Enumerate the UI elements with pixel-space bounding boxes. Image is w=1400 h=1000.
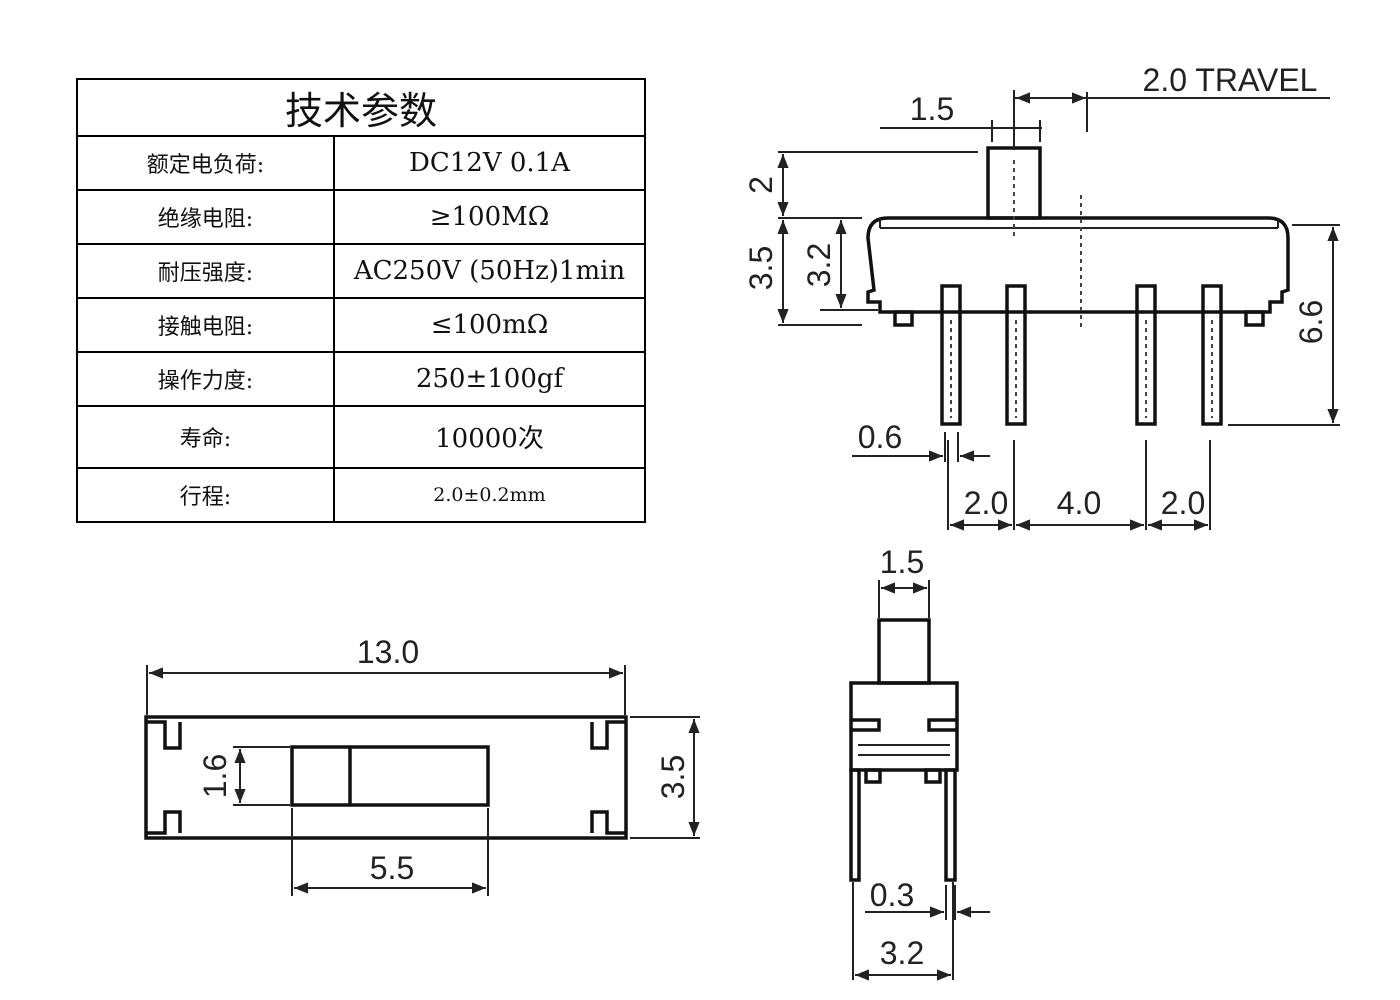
table-row: 接触电阻:≤100mΩ xyxy=(76,297,646,353)
spec-label: 寿命: xyxy=(76,405,335,469)
pin xyxy=(1135,284,1157,426)
corner-notch xyxy=(590,810,626,835)
side-view: 1.5 0.3 3.2 xyxy=(849,544,990,981)
switch-body xyxy=(849,681,959,772)
table-row: 绝缘电阻:≥100MΩ xyxy=(76,189,646,245)
spec-label: 接触电阻: xyxy=(76,297,335,353)
table-row: 操作力度:250±100gf xyxy=(76,351,646,407)
pin xyxy=(1201,284,1223,426)
spec-value: AC250V (50Hz)1min xyxy=(333,243,646,299)
pitch-right-label: 2.0 xyxy=(1161,485,1205,521)
table-row: 额定电负荷:DC12V 0.1A xyxy=(76,135,646,191)
spec-label: 耐压强度: xyxy=(76,243,335,299)
total-body-height-label: 3.5 xyxy=(743,246,779,290)
body-height-label: 3.2 xyxy=(801,243,837,287)
corner-notch xyxy=(146,810,182,835)
slider-slot xyxy=(290,745,490,807)
foot xyxy=(893,310,914,327)
pin xyxy=(849,768,861,882)
spec-table-title: 技术参数 xyxy=(76,78,646,137)
switch-body xyxy=(866,216,1290,314)
pin xyxy=(944,768,957,882)
travel-label: 2.0 TRAVEL xyxy=(1143,62,1318,98)
overall-height-label: 6.6 xyxy=(1293,300,1329,344)
top-view: 13.0 1.6 3.5 5.5 xyxy=(144,634,700,896)
slot-height-label: 1.6 xyxy=(197,754,233,798)
switch-outline xyxy=(144,715,628,840)
pin xyxy=(940,284,962,426)
spec-value: ≥100MΩ xyxy=(333,189,646,245)
spec-table: 技术参数 额定电负荷:DC12V 0.1A 绝缘电阻:≥100MΩ 耐压强度:A… xyxy=(76,78,646,524)
spec-value: 250±100gf xyxy=(333,351,646,407)
table-row: 行程:2.0±0.2mm xyxy=(76,466,646,524)
corner-notch xyxy=(590,720,626,750)
pitch-center-label: 4.0 xyxy=(1057,485,1101,521)
table-row: 耐压强度:AC250V (50Hz)1min xyxy=(76,243,646,299)
side-pin-width-label: 0.3 xyxy=(870,877,914,913)
corner-notch xyxy=(146,720,182,750)
pitch-left-label: 2.0 xyxy=(964,485,1008,521)
spec-value: 10000次 xyxy=(333,405,646,469)
spec-value: 2.0±0.2mm xyxy=(333,466,646,524)
foot xyxy=(864,768,882,784)
spec-value: ≤100mΩ xyxy=(333,297,646,353)
actuator xyxy=(877,618,931,685)
actuator-height-label: 2 xyxy=(743,176,779,194)
actuator-width-label: 1.5 xyxy=(910,91,954,127)
foot xyxy=(1244,310,1265,327)
pin xyxy=(1005,284,1027,426)
slot-length-label: 5.5 xyxy=(370,850,414,886)
spec-label: 额定电负荷: xyxy=(76,135,335,191)
spec-label: 绝缘电阻: xyxy=(76,189,335,245)
side-actuator-width-label: 1.5 xyxy=(880,544,924,580)
spec-value: DC12V 0.1A xyxy=(333,135,646,191)
actuator xyxy=(986,146,1042,220)
spec-label: 操作力度: xyxy=(76,351,335,407)
front-view: 2.0 TRAVEL 1.5 2 3.5 3.2 6.6 0.6 xyxy=(743,62,1340,531)
pins xyxy=(940,284,1223,426)
foot xyxy=(924,768,942,784)
pin-width-label: 0.6 xyxy=(858,419,902,455)
spec-label: 行程: xyxy=(76,466,335,524)
table-row: 寿命:10000次 xyxy=(76,405,646,469)
side-overall-width-label: 3.2 xyxy=(880,935,924,971)
length-label: 13.0 xyxy=(357,634,419,670)
width-label: 3.5 xyxy=(655,755,691,799)
